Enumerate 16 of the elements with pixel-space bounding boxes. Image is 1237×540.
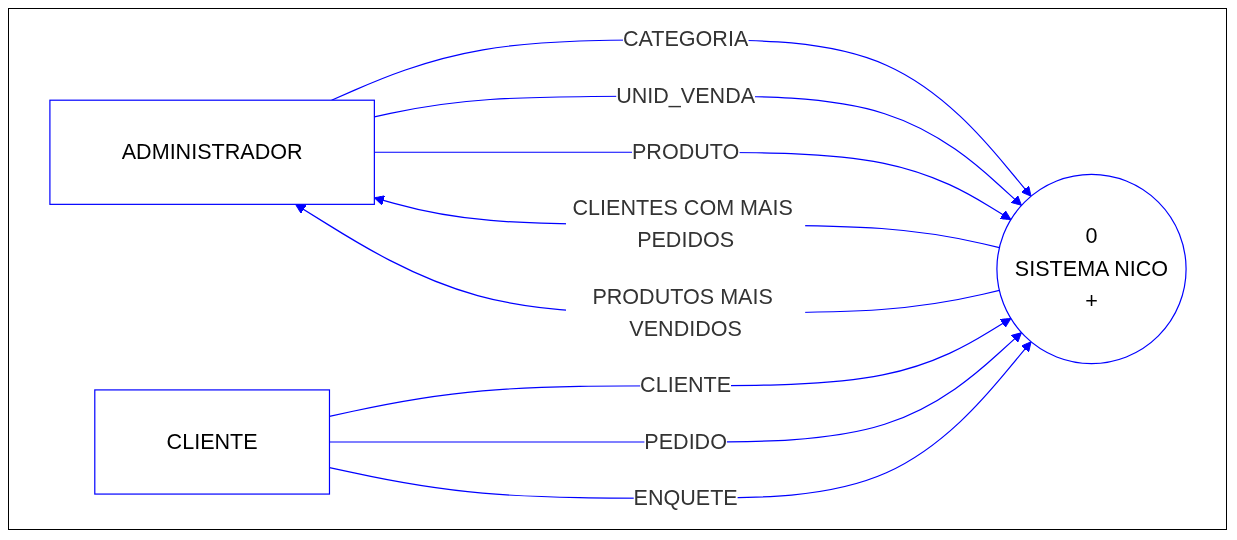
edge-label: CLIENTE <box>639 373 731 398</box>
arrow <box>328 317 1011 417</box>
edge-label: PEDIDO <box>643 429 727 454</box>
arrow <box>328 341 1032 499</box>
arrow <box>373 95 1022 206</box>
node-box: ADMINISTRADOR <box>48 99 375 205</box>
arrow <box>330 39 1032 197</box>
edge-label: ENQUETE <box>633 485 738 510</box>
edge-label: CLIENTES COM MAIS PEDIDOS <box>571 195 793 253</box>
edge-label: UNID_VENDA <box>615 83 755 108</box>
edge-label: PRODUTOS MAIS VENDIDOS <box>591 284 773 341</box>
node-circle: 0 SISTEMA NICO + <box>995 173 1187 365</box>
edge-label: CATEGORIA <box>622 27 748 52</box>
edge-label: PRODUTO <box>631 139 739 164</box>
arrow <box>328 332 1022 443</box>
node-box: CLIENTE <box>93 389 330 495</box>
